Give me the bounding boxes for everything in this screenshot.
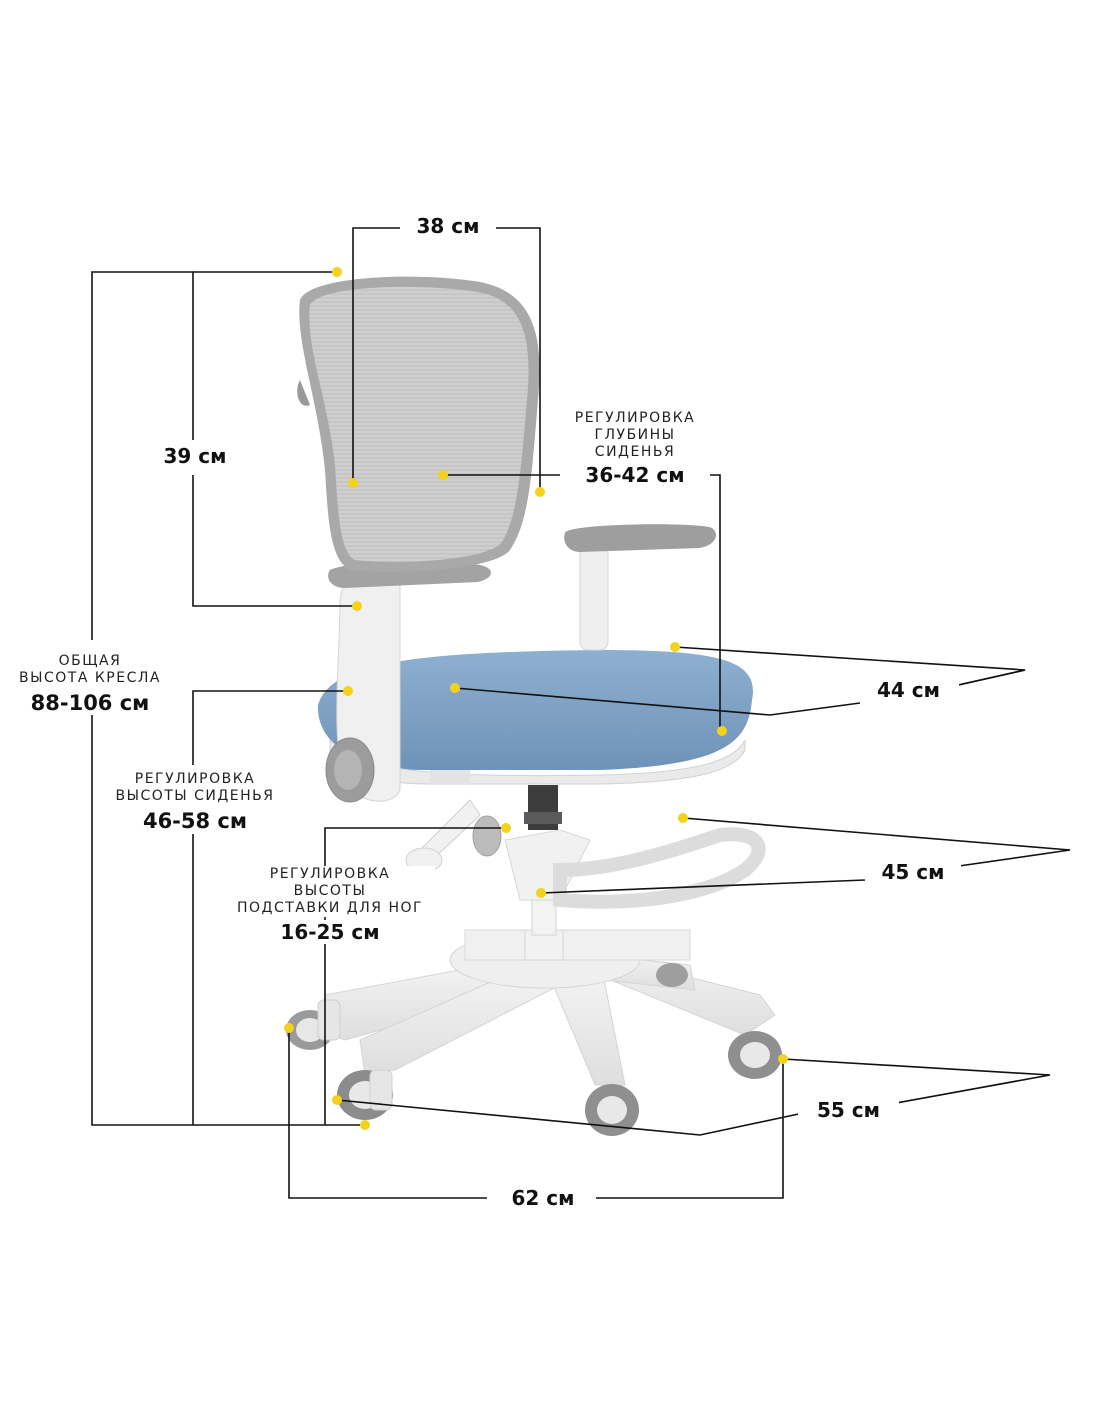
- seat-depth-caption-1: РЕГУЛИРОВКА: [574, 410, 696, 426]
- label-footrest-width: 45 см: [865, 860, 961, 884]
- dim-backrest-width: [352, 227, 400, 482]
- label-seat-height: РЕГУЛИРОВКА ВЫСОТЫ СИДЕНЬЯ 46-58 см: [105, 771, 285, 834]
- marker-backrest-top: [332, 267, 342, 277]
- marker-seat-center: [450, 683, 460, 693]
- caster-right-front: [728, 1031, 782, 1079]
- marker-caster-right: [778, 1054, 788, 1064]
- total-height-caption-2: ВЫСОТА КРЕСЛА: [19, 670, 161, 686]
- caster-right-back: [656, 963, 688, 987]
- seat-height-caption-1: РЕГУЛИРОВКА: [105, 771, 285, 788]
- marker-backrest-left: [348, 478, 358, 488]
- marker-footrest-knob: [501, 823, 511, 833]
- total-height-value: 88-106 см: [30, 691, 150, 715]
- marker-seat-back: [670, 642, 680, 652]
- caster-left-back: [286, 999, 341, 1050]
- marker-footrest-center: [536, 888, 546, 898]
- backrest: [297, 276, 540, 572]
- seat-depth-value: 36-42 см: [560, 463, 710, 487]
- marker-seat-front: [717, 726, 727, 736]
- label-backrest-width: 38 см: [400, 214, 496, 238]
- marker-seat-left: [343, 686, 353, 696]
- dim-footrest-width: [682, 817, 1071, 869]
- casters: [286, 963, 782, 1136]
- dim-total-height: [91, 271, 193, 640]
- label-seat-depth: РЕГУЛИРОВКА ГЛУБИНЫ СИДЕНЬЯ 36-42 см: [560, 410, 710, 487]
- dim-base-width: [288, 1028, 487, 1199]
- footrest-caption-1: РЕГУЛИРОВКА: [225, 866, 435, 883]
- marker-floor: [360, 1120, 370, 1130]
- dim-footrest-height: [324, 827, 506, 1125]
- seat-height-value: 46-58 см: [105, 808, 285, 834]
- marker-backrest-center: [438, 470, 448, 480]
- label-footrest-height: РЕГУЛИРОВКА ВЫСОТЫ ПОДСТАВКИ ДЛЯ НОГ 16-…: [225, 866, 435, 944]
- measurement-markers: [284, 267, 788, 1130]
- marker-backrest-bottom: [352, 601, 362, 611]
- label-base-width: 62 см: [490, 1186, 596, 1210]
- label-base-depth: 55 см: [798, 1098, 899, 1122]
- footrest-caption-3: ПОДСТАВКИ ДЛЯ НОГ: [225, 900, 435, 917]
- label-total-height: ОБЩАЯ ВЫСОТА КРЕСЛА 88-106 см: [10, 653, 170, 716]
- label-backrest-height: 39 см: [163, 444, 227, 468]
- footrest-value: 16-25 см: [225, 920, 435, 944]
- caster-center-front: [585, 1084, 639, 1136]
- marker-caster-front: [332, 1095, 342, 1105]
- marker-caster-left: [284, 1023, 294, 1033]
- seat-depth-caption-3: СИДЕНЬЯ: [594, 444, 676, 460]
- label-seat-width: 44 см: [858, 678, 959, 702]
- seat-depth-caption-2: ГЛУБИНЫ: [594, 427, 676, 443]
- dim-seat-height: [192, 690, 347, 765]
- caster-left-front: [337, 1069, 393, 1120]
- dim-base-depth: [782, 1058, 1051, 1106]
- chair-base: [317, 929, 776, 1086]
- marker-backrest-right: [535, 487, 545, 497]
- seat-height-caption-2: ВЫСОТЫ СИДЕНЬЯ: [105, 788, 285, 805]
- footrest-caption-2: ВЫСОТЫ: [225, 883, 435, 900]
- marker-footrest-ring: [678, 813, 688, 823]
- total-height-caption-1: ОБЩАЯ: [58, 653, 122, 669]
